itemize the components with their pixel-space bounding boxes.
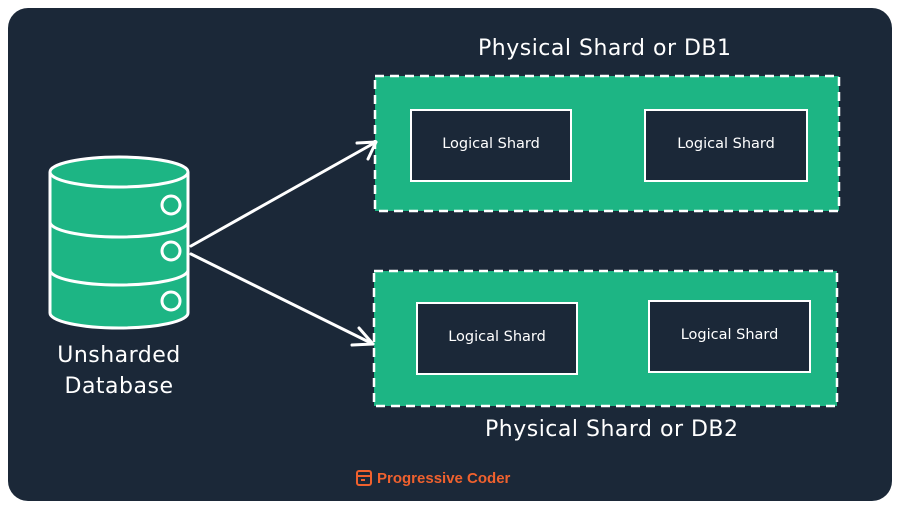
logical-shard-2-1-label: Logical Shard (448, 329, 546, 345)
database-label-line1: Unsharded (57, 343, 181, 368)
logical-shard-1-2-label: Logical Shard (677, 136, 775, 152)
database-label-line2: Database (64, 374, 174, 399)
database-cylinder-icon (48, 155, 190, 330)
logical-shard-1-1-label: Logical Shard (442, 136, 540, 152)
logical-shard-1-1-box (410, 109, 572, 182)
diagram-canvas: Physical Shard or DB1 Physical Shard or … (8, 8, 892, 501)
logical-shard-2-2-label: Logical Shard (680, 327, 779, 343)
brand-name: Progressive Coder (377, 469, 511, 487)
physical-shard-1-label: Physical Shard or DB1 (478, 36, 732, 61)
terminal-window-icon (356, 470, 372, 486)
brand-logo: Progressive Coder (356, 468, 510, 488)
database-label: Unsharded Database (39, 340, 199, 402)
arrow-to-db1 (189, 140, 378, 248)
physical-shard-2-label: Physical Shard or DB2 (485, 417, 739, 442)
logical-shard-2-1-box (416, 302, 578, 375)
logical-shard-2-2-box (648, 300, 811, 373)
logical-shard-1-2-box (644, 109, 808, 182)
arrow-to-db2 (189, 252, 375, 347)
diagram-graphics (48, 74, 841, 408)
